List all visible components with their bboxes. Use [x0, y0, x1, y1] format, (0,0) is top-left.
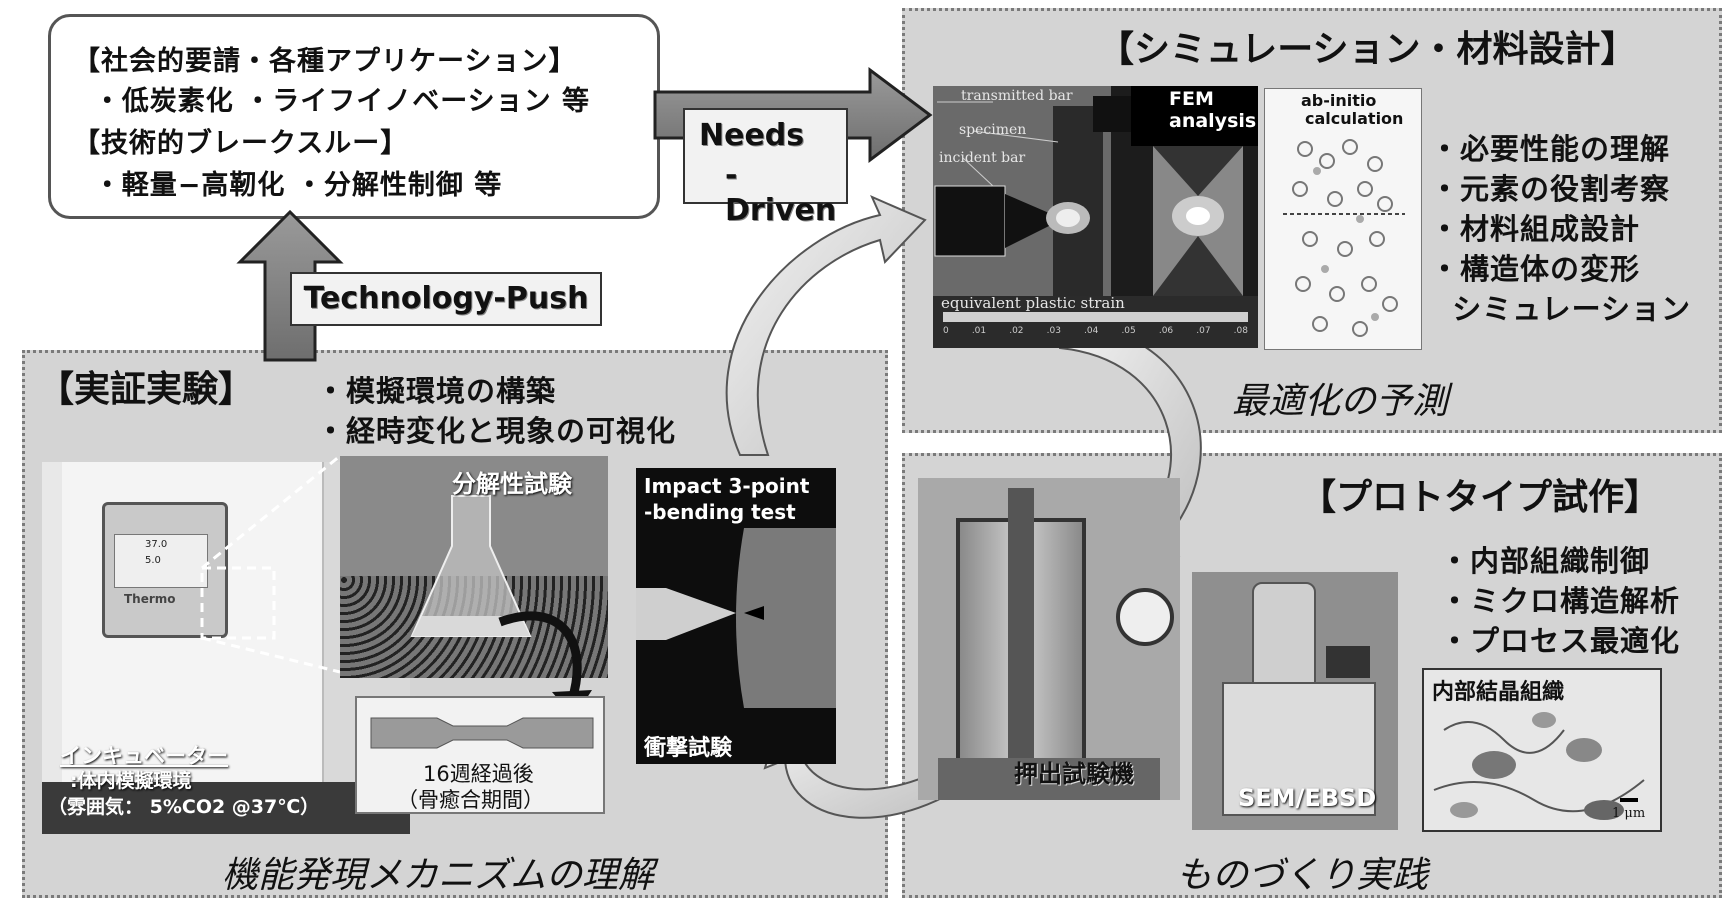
impact-title-2: -bending test [644, 500, 796, 524]
machine-gauge [1116, 588, 1174, 646]
fem-transmitted-label: transmitted bar [961, 88, 1073, 104]
scale-tick: .01 [971, 326, 987, 336]
impact-label: 衝撃試験 [644, 736, 733, 761]
needs-line-1: 【社会的要請・各種アプリケーション】 [73, 46, 577, 77]
sem-ebsd-photo: SEM/EBSD [1192, 572, 1398, 830]
needs-line-2: ・低炭素化 ・ライフイノベーション 等 [73, 86, 591, 117]
simulation-bullet-2: ・元素の役割考察 [1430, 172, 1671, 206]
incubator-sub1: :体内模擬環境 [70, 770, 192, 792]
fem-incident-label: incident bar [939, 150, 1026, 166]
crystal-label: 内部結晶組織 [1432, 680, 1565, 705]
flask-icon [410, 495, 532, 637]
scale-tick: .06 [1158, 326, 1174, 336]
incubator-brand: Thermo [124, 592, 176, 606]
technology-push-label: Technology-Push [290, 272, 602, 326]
fem-strain-label: equivalent plastic strain [941, 294, 1125, 312]
scale-tick: .07 [1196, 326, 1211, 336]
prototype-title: 【プロトタイプ試作】 [1300, 477, 1661, 518]
demo-bullet-2: ・経時変化と現象の可視化 [316, 414, 677, 448]
degradation-label: 分解性試験 [452, 470, 572, 498]
incubator-display: 37.0 5.0 [114, 534, 208, 588]
sem-cabinet [1222, 682, 1376, 816]
needs-driven-label: Needs -Driven [683, 108, 848, 228]
impact-title-1: Impact 3-point [644, 474, 810, 498]
impact-specimen-icon [636, 528, 836, 708]
simulation-bullet-5: シミュレーション [1430, 292, 1692, 326]
simulation-bullet-4: ・構造体の変形 [1430, 252, 1641, 286]
scale-tick: .03 [1046, 326, 1061, 336]
scale-bar [1620, 798, 1638, 802]
sem-label: SEM/EBSD [1238, 784, 1377, 812]
grain-pattern [1433, 712, 1645, 820]
prototype-bullet-2: ・ミクロ構造解析 [1440, 584, 1681, 618]
extrusion-label: 押出試験機 [1014, 760, 1134, 788]
incubator-base [42, 782, 410, 834]
needs-driven-line-1: Needs [699, 118, 805, 153]
simulation-bullet-1: ・必要性能の理解 [1430, 132, 1671, 166]
crystal-structure-photo: 内部結晶組織 1 μm [1422, 668, 1662, 832]
simulation-caption: 最適化の予測 [1232, 381, 1449, 422]
sem-column [1252, 582, 1316, 686]
machine-column [1008, 488, 1034, 768]
needs-driven-line-2: -Driven [725, 158, 837, 228]
impact-test-photo: Impact 3-point -bending test 衝撃試験 [636, 468, 836, 764]
after-label-2: （骨癒合期間） [397, 788, 544, 812]
scale-tick: .02 [1009, 326, 1024, 336]
incubator-display-temp: 37.0 [145, 539, 168, 550]
scale-bar-label: 1 μm [1612, 806, 1646, 821]
scale-tick: .08 [1233, 326, 1248, 336]
ab-initio-line-2: calculation [1305, 109, 1404, 128]
scale-tick: 0 [943, 326, 949, 336]
incubator-display-co2: 5.0 [145, 555, 161, 566]
fem-analysis-line-1: FEM [1169, 88, 1214, 110]
demo-bullet-1: ・模擬環境の構築 [316, 374, 557, 408]
simulation-bullet-3: ・材料組成設計 [1430, 212, 1641, 246]
ab-initio-line-1: ab-initio [1301, 91, 1377, 110]
sem-monitor [1326, 646, 1370, 678]
degradation-test-photo: 分解性試験 [340, 456, 608, 678]
degraded-specimen-icon [370, 717, 594, 749]
fem-specimen-label: specimen [959, 122, 1027, 138]
after-label-1: 16週経過後 [423, 762, 534, 786]
cycle-arrow-to-simulation-icon [725, 195, 927, 456]
ab-initio-image: ab-initio calculation [1264, 88, 1422, 350]
specimen-after-photo: 16週経過後 （骨癒合期間） [355, 696, 605, 814]
fem-analysis-image: transmitted bar specimen incident bar FE… [933, 86, 1258, 348]
needs-line-3: 【技術的ブレークスルー】 [73, 128, 409, 159]
incubator-sub2: （雰囲気： 5%CO2 @37℃） [48, 796, 320, 818]
prototype-caption: ものづくり実践 [1176, 855, 1429, 896]
demo-caption: 機能発現メカニズムの理解 [222, 855, 655, 896]
scale-tick: .04 [1084, 326, 1099, 336]
incubator-label: インキュベーター [60, 744, 228, 768]
needs-box: 【社会的要請・各種アプリケーション】 ・低炭素化 ・ライフイノベーション 等 【… [48, 14, 660, 219]
machine-base [938, 758, 1160, 800]
prototype-bullet-1: ・内部組織制御 [1440, 544, 1651, 578]
simulation-title: 【シミュレーション・材料設計】 [1098, 29, 1637, 70]
needs-line-4: ・軽量−高靭化 ・分解性制御 等 [73, 170, 503, 201]
fem-analysis-line-2: analysis [1169, 110, 1257, 132]
demo-title: 【実証実験】 [38, 369, 255, 410]
extrusion-machine-photo: 押出試験機 [918, 478, 1180, 800]
scale-tick: .05 [1121, 326, 1136, 336]
fem-scale-ticks: 0 .01 .02 .03 .04 .05 .06 .07 .08 [943, 326, 1248, 336]
prototype-bullet-3: ・プロセス最適化 [1440, 624, 1681, 658]
